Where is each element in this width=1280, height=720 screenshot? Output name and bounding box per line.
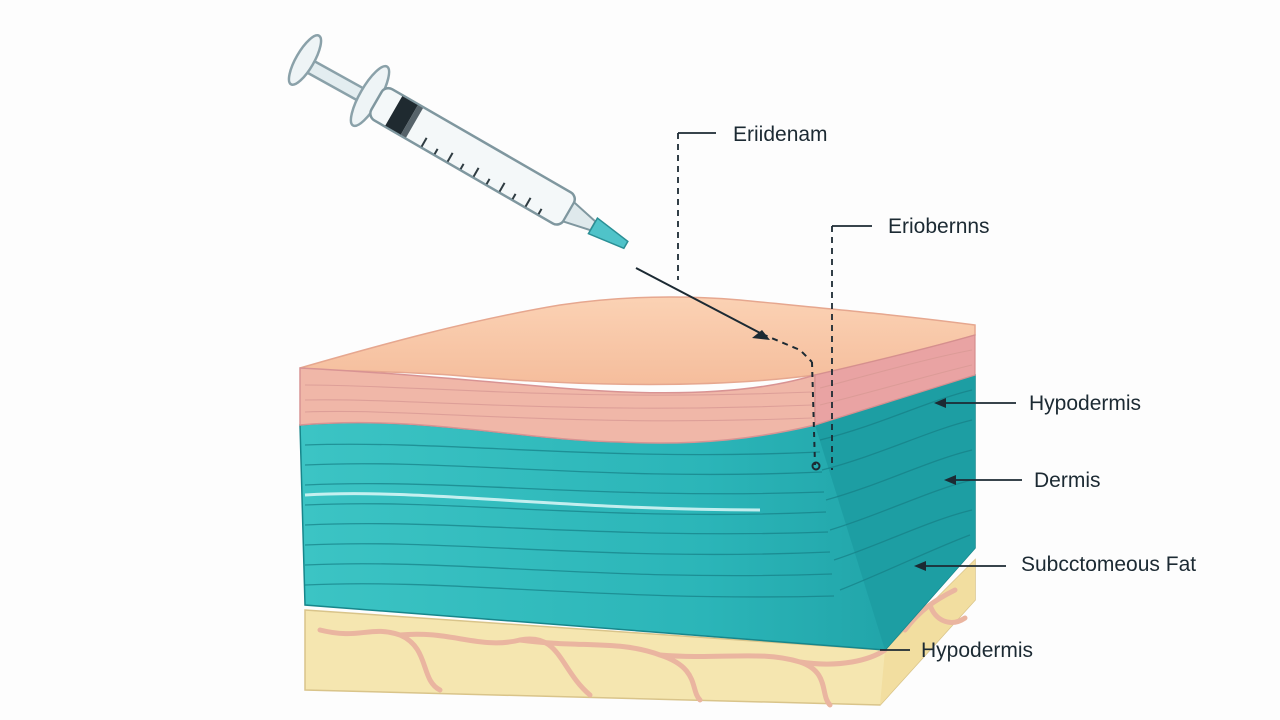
label-dermis: Dermis xyxy=(1034,469,1101,492)
label-hypodermis-lower: Hypodermis xyxy=(921,639,1034,662)
epidermis-layer xyxy=(299,296,976,444)
leader-lines xyxy=(677,132,1022,651)
dermis-layer xyxy=(299,373,976,651)
syringe-graduations xyxy=(420,137,543,215)
label-epidermis-second: Eriobernns xyxy=(888,215,990,238)
leader-arrowheads xyxy=(752,330,956,571)
epidermis-texture xyxy=(304,349,973,422)
subcutaneous-fat-layer xyxy=(304,558,976,708)
label-hypodermis-upper: Hypodermis xyxy=(1029,392,1142,415)
label-subcutaneous-fat: Subcctomeous Fat xyxy=(1021,553,1197,576)
fat-septa xyxy=(317,587,968,708)
syringe-icon xyxy=(287,34,821,471)
needle-icon xyxy=(635,267,763,335)
label-epidermis-top: Eriidenam xyxy=(733,123,828,146)
dermis-fibers xyxy=(304,389,973,598)
